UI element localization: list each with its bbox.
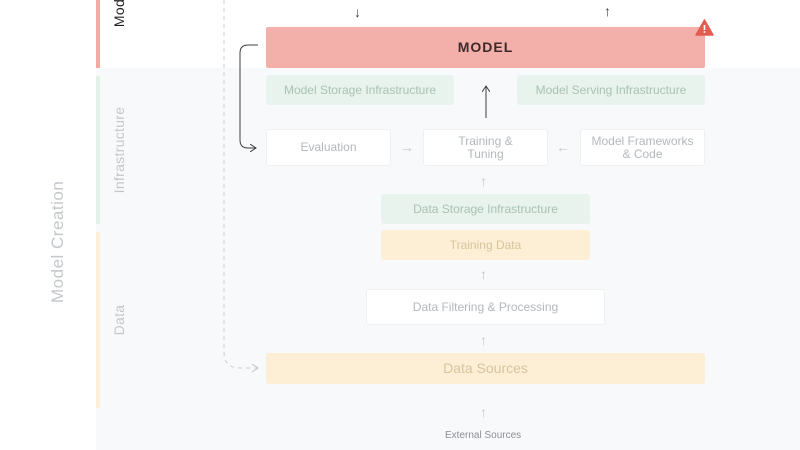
data-filtering-node: Data Filtering & Processing [366,289,605,325]
model-section-bar [96,0,100,68]
model-storage-node: Model Storage Infrastructure [266,75,454,105]
down-arrow-icon: ↓ [354,4,361,20]
warning-triangle-icon [695,19,714,36]
up-arrow-icon: ↑ [480,266,487,282]
up-arrow-icon: ↑ [480,173,487,189]
external-sources-label: External Sources [445,430,522,441]
training-data-node: Training Data [381,230,590,260]
data-sources-label: Data Sources [443,360,528,376]
evaluation-node: Evaluation [266,129,391,166]
training-tuning-label-line1: Training & [458,133,513,148]
data-storage-node: Data Storage Infrastructure [381,194,590,224]
evaluation-label: Evaluation [300,140,357,154]
model-frameworks-label-line2: & Code [622,146,663,161]
data-section-bar [96,232,100,408]
up-arrow-icon: ↑ [604,3,611,19]
dashed-feedback-line [223,0,258,368]
right-arrow-icon: → [400,139,414,155]
model-serving-node: Model Serving Infrastructure [517,75,705,105]
model-storage-label: Model Storage Infrastructure [283,82,437,97]
up-arrow-icon: ↑ [480,404,487,420]
model-node: MODEL [266,27,705,68]
data-filtering-label: Data Filtering & Processing [412,299,559,314]
evaluation-feedback-bracket [239,44,258,148]
model-serving-label: Model Serving Infrastructure [535,82,687,97]
model-frameworks-label-line1: Model Frameworks [591,133,694,148]
training-tuning-label-line2: Tuning [467,146,504,161]
training-tuning-node: Training & Tuning [423,129,548,166]
up-arrow-icon: ↑ [480,332,487,348]
model-node-label: MODEL [457,39,514,55]
left-arrow-icon: ← [556,139,570,155]
training-data-label: Training Data [449,237,522,252]
model-frameworks-node: Model Frameworks & Code [580,129,705,166]
data-storage-label: Data Storage Infrastructure [413,201,558,216]
data-sources-node: Data Sources [266,353,705,384]
infrastructure-section-bar [96,76,100,224]
